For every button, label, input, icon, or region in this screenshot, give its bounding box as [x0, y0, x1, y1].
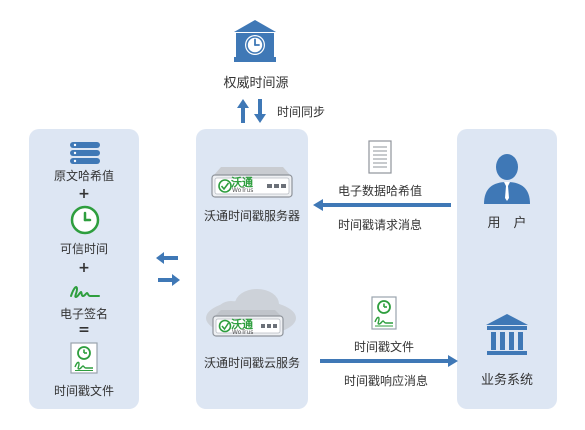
business-label: 业务系统: [480, 373, 533, 388]
plus-sign: +: [78, 186, 90, 202]
signature-icon: [69, 283, 101, 301]
clock-icon: [70, 205, 100, 235]
response-arrow: [320, 354, 458, 368]
server-brand-sub: WoTrus: [232, 187, 254, 194]
timestamp-server-icon: [211, 165, 293, 199]
cloud-label: 沃通时间戳云服务: [203, 356, 300, 370]
server-label: 沃通时间戳服务器: [203, 209, 300, 223]
file-label: 时间戳文件: [353, 340, 414, 354]
sync-label: 时间同步: [277, 105, 326, 119]
sync-arrows-icon: [236, 98, 268, 124]
user-icon: [483, 152, 531, 204]
left-item-signature: 电子签名: [59, 307, 108, 321]
plus-sign: +: [78, 260, 90, 276]
timestamp-file-icon: [371, 296, 397, 330]
user-label: 用 户: [487, 216, 527, 231]
request-arrow: [313, 198, 451, 212]
equals-sign: =: [78, 322, 90, 338]
hash-stack-icon: [70, 142, 100, 164]
hash-label: 电子数据哈希值: [337, 184, 422, 198]
left-item-trusted-time: 可信时间: [59, 242, 108, 256]
cloud-service-icon: [203, 288, 299, 340]
authority-label: 权威时间源: [223, 76, 289, 91]
timestamp-file-icon: [70, 342, 98, 374]
document-icon: [368, 140, 392, 174]
left-item-hash: 原文哈希值: [53, 169, 114, 183]
bidirectional-arrows-icon: [156, 250, 180, 288]
server-brand: 沃通: [231, 176, 253, 189]
response-label: 时间戳响应消息: [343, 374, 428, 388]
authority-building-icon: [232, 18, 278, 64]
left-item-timestamp-file: 时间戳文件: [53, 384, 114, 398]
request-label: 时间戳请求消息: [337, 218, 422, 232]
cloud-brand: 沃通: [231, 318, 253, 331]
business-building-icon: [484, 313, 530, 359]
cloud-brand-sub: WoTrus: [232, 329, 254, 336]
